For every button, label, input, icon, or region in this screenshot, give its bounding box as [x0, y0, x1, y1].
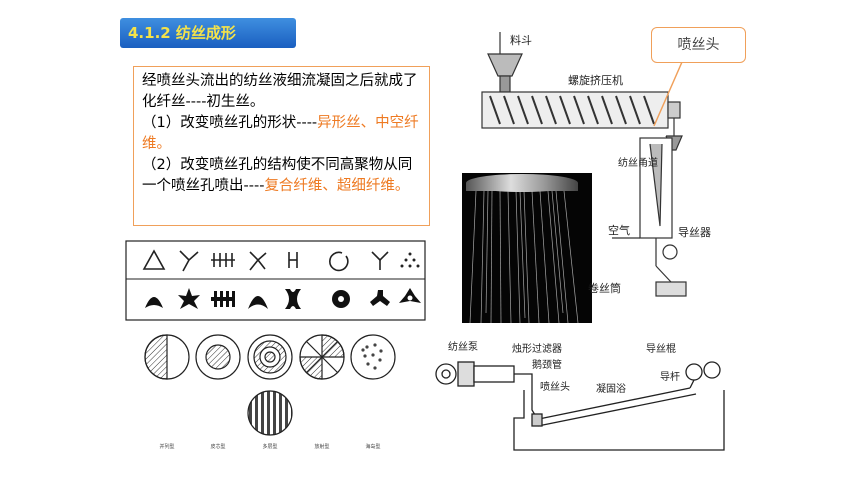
gooseneck-icon [514, 373, 539, 421]
paragraph-shape: （1）改变喷丝孔的形状----异形丝、中空纤维。 [142, 115, 419, 152]
bobbin-icon [655, 281, 687, 297]
bath-tank-icon [513, 390, 725, 451]
y-slot-hole-icon [371, 251, 389, 270]
guide-roller-icon [685, 363, 703, 381]
spinneret-icon [531, 413, 543, 427]
arrow-fiber-icon [248, 296, 268, 309]
label-hopper: 料斗 [510, 33, 532, 47]
label-spinneret: 喷丝头 [540, 381, 570, 393]
triangle-fiber-icon [145, 297, 163, 308]
label-gooseneck: 鹅颈管 [532, 358, 562, 371]
label-spinning-channel: 纺丝甬道 [618, 156, 658, 169]
label-sheath-core: 皮芯型 [210, 443, 225, 450]
radial-section-icon [299, 334, 345, 380]
comb-fiber-icon [211, 291, 235, 307]
triangle-hole-icon [142, 249, 166, 270]
label-islands-in-sea: 海岛型 [365, 443, 380, 450]
islands-in-sea-section-icon [350, 334, 396, 380]
spinning-pump-icon [435, 363, 457, 385]
label-air: 空气 [608, 223, 630, 237]
branched-hole-icon [249, 251, 267, 271]
striped-section-icon [247, 390, 293, 436]
x-fiber-icon [285, 289, 301, 309]
hopper-icon [487, 53, 523, 77]
label-screw-extruder: 螺旋挤压机 [568, 73, 623, 87]
y-fiber-icon [370, 290, 390, 306]
paragraph-structure: （2）改变喷丝孔的结构使不同高聚物从同一个喷丝孔喷出----复合纤维、超细纤维。 [142, 157, 413, 194]
label-spinning-pump: 纺丝泵 [448, 340, 478, 353]
multi-hole-icon [400, 252, 420, 268]
double-slit-hole-icon [288, 252, 298, 268]
label-side-by-side: 并列型 [159, 443, 174, 450]
spinneret-shape-table [125, 240, 426, 321]
comb-hole-icon [211, 253, 235, 267]
label-guide-roller: 导丝棍 [646, 342, 676, 355]
label-bobbin: 卷丝筒 [588, 281, 621, 295]
filament-streams [469, 190, 579, 323]
label-candle-filter: 烛形过滤器 [512, 342, 562, 355]
label-guide-rod: 导杆 [660, 371, 680, 383]
callout-pointer [653, 61, 683, 127]
trilobal-hole-icon [179, 250, 199, 272]
spinneret-photo [462, 173, 592, 323]
sheath-core-section-icon [195, 334, 241, 380]
star-fiber-icon [178, 288, 200, 309]
description-box: 经喷丝头流出的纺丝液细流凝固之后就成了化纤丝----初生丝。 （1）改变喷丝孔的… [133, 66, 430, 226]
extruder-diagram: 料斗 螺旋挤压机 纺丝甬道 空气 导丝器 卷丝筒 [481, 32, 711, 297]
coagulation-bath-diagram: 纺丝泵 烛形过滤器 鹅颈管 喷丝头 凝固浴 导丝棍 导杆 [435, 340, 725, 451]
candle-filter-icon [473, 365, 515, 383]
slide-title: 4.1.2 纺丝成形 [120, 18, 296, 48]
label-coagulation-bath: 凝固浴 [596, 383, 626, 395]
c-shape-hole-icon [329, 251, 349, 272]
label-multilayer: 多层型 [262, 443, 277, 450]
label-radial: 放射型 [314, 443, 329, 450]
paragraph-intro: 经喷丝头流出的纺丝液细流凝固之后就成了化纤丝----初生丝。 [142, 73, 418, 110]
screw-flights [489, 95, 655, 125]
spinneret-callout: 喷丝头 [651, 27, 746, 63]
multilayer-section-icon [247, 334, 293, 380]
composite-cross-sections: 并列型 皮芯型 多层型 放射型 海岛型 [144, 334, 396, 450]
label-guide: 导丝器 [678, 226, 711, 239]
guide-icon [662, 244, 678, 260]
side-by-side-section-icon [144, 334, 190, 380]
